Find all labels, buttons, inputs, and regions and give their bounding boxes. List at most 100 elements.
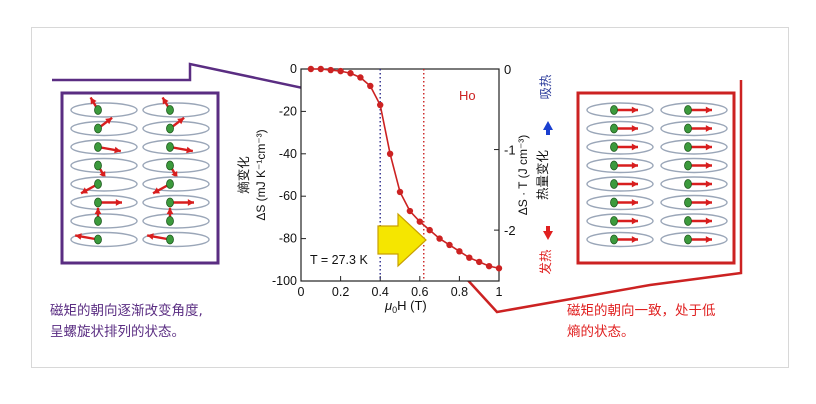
left-spin-arrangement: [70, 96, 210, 248]
data-point: [456, 248, 463, 255]
x-tick-label: 0.8: [451, 285, 468, 299]
right-callout-line: [419, 80, 743, 314]
spin-orbit-ellipse: [70, 231, 138, 248]
atom-dot: [610, 197, 618, 208]
atom-dot: [94, 234, 102, 245]
atom-dot: [166, 179, 174, 189]
atom-dot: [94, 160, 102, 171]
data-point: [476, 258, 483, 266]
spin-arrow-head: [114, 146, 121, 154]
spin-arrow-head: [705, 236, 712, 243]
y-tick-label: -100: [272, 274, 297, 288]
x-tick-label: 0.4: [372, 285, 389, 299]
spin-arrow-head: [631, 162, 638, 169]
atom-dot: [166, 123, 174, 134]
spin-orbit-ellipse: [142, 157, 210, 174]
atom-dot: [166, 216, 174, 226]
spin-arrow-head: [153, 187, 161, 194]
spin-arrow-head: [705, 143, 712, 151]
data-point: [337, 67, 344, 75]
atom-dot: [610, 179, 618, 189]
atom-dot: [684, 216, 692, 226]
y-tick-label: -40: [279, 147, 297, 161]
data-point: [307, 65, 315, 73]
spin-arrow-head: [705, 199, 712, 206]
left-callout-line: [52, 62, 379, 106]
right-y-axis-ticks: 0-1-2: [494, 62, 516, 238]
spin-arrow-head: [166, 207, 174, 214]
spin-arrow-head: [631, 199, 638, 206]
absorb-heat-label: 吸热: [538, 74, 553, 100]
spin-arrow-head: [631, 125, 638, 132]
spin-arrow-head: [105, 117, 113, 125]
spin-arrow-head: [705, 180, 712, 188]
data-point: [406, 207, 414, 215]
data-point: [416, 218, 423, 225]
right-y-tick-label: 0: [504, 62, 511, 77]
spin-arrow-head: [705, 106, 712, 114]
spin-arrow-head: [177, 117, 185, 125]
atom-dot: [94, 179, 102, 189]
spin-arrow-head: [187, 199, 194, 206]
atom-dot: [166, 142, 174, 152]
data-point: [386, 150, 394, 157]
atom-dot: [684, 105, 692, 115]
yellow-right-arrow-icon: [377, 212, 427, 268]
right-y-axis-label: ΔS · T (J cm⁻³): [516, 135, 530, 216]
spin-arrow-head: [705, 162, 712, 169]
spin-arrow-head: [631, 180, 638, 188]
y-axis-label-cn: 熵变化: [236, 156, 251, 194]
atom-dot: [166, 105, 174, 115]
spin-arrow-head: [94, 207, 102, 214]
red-down-arrow-icon: [543, 226, 553, 240]
data-point: [426, 226, 433, 234]
atom-dot: [610, 142, 618, 152]
spin-arrow-head: [705, 125, 712, 132]
atom-dot: [684, 160, 692, 171]
atom-dot: [94, 105, 102, 115]
data-point: [446, 241, 453, 249]
right-y-tick-label: -1: [504, 143, 516, 158]
x-tick-label: 1: [496, 285, 503, 299]
spin-arrow-head: [162, 97, 169, 105]
atom-dot: [610, 216, 618, 226]
y-axis-label: ΔS (mJ K⁻¹cm⁻³): [254, 129, 268, 220]
x-tick-label: 0.2: [332, 285, 349, 299]
right-caption: 磁矩的朝向一致，处于低 熵的状态。: [567, 303, 716, 340]
atom-dot: [610, 123, 618, 134]
spin-orbit-ellipse: [70, 176, 138, 192]
y-tick-label: -20: [279, 104, 297, 118]
x-axis-label-sub: 0: [392, 305, 397, 315]
y-tick-label: -60: [279, 189, 297, 203]
data-point: [377, 101, 384, 109]
atom-dot: [94, 216, 102, 226]
x-tick-label: 0: [298, 285, 305, 299]
spin-orbit-ellipse: [70, 157, 138, 174]
data-point: [495, 265, 503, 272]
spin-orbit-ellipse: [70, 120, 138, 137]
atom-dot: [166, 160, 174, 171]
x-axis-label-symbol: μ: [384, 298, 392, 313]
y-axis-ticks: 0-20-40-60-80-100: [272, 62, 306, 288]
data-point: [367, 82, 374, 90]
x-axis-label: μ0H (T): [384, 298, 427, 315]
right-y-axis-label-cn: 热量变化: [535, 150, 550, 201]
x-axis-label-rest: H (T): [397, 298, 427, 313]
spin-arrow-head: [147, 233, 154, 240]
atom-dot: [610, 105, 618, 115]
y-tick-label: -80: [279, 232, 297, 246]
spin-arrow-head: [90, 97, 97, 105]
element-label: Ho: [459, 88, 476, 103]
spin-arrow-head: [631, 106, 638, 114]
spin-arrow-head: [115, 199, 122, 206]
blue-up-arrow-icon: [543, 121, 553, 135]
data-point: [327, 66, 334, 74]
atom-dot: [94, 197, 102, 208]
data-point: [317, 65, 324, 73]
spin-orbit-ellipse: [142, 213, 210, 229]
data-point: [436, 235, 443, 242]
spin-arrow-head: [631, 217, 638, 225]
spin-arrow-head: [631, 143, 638, 151]
